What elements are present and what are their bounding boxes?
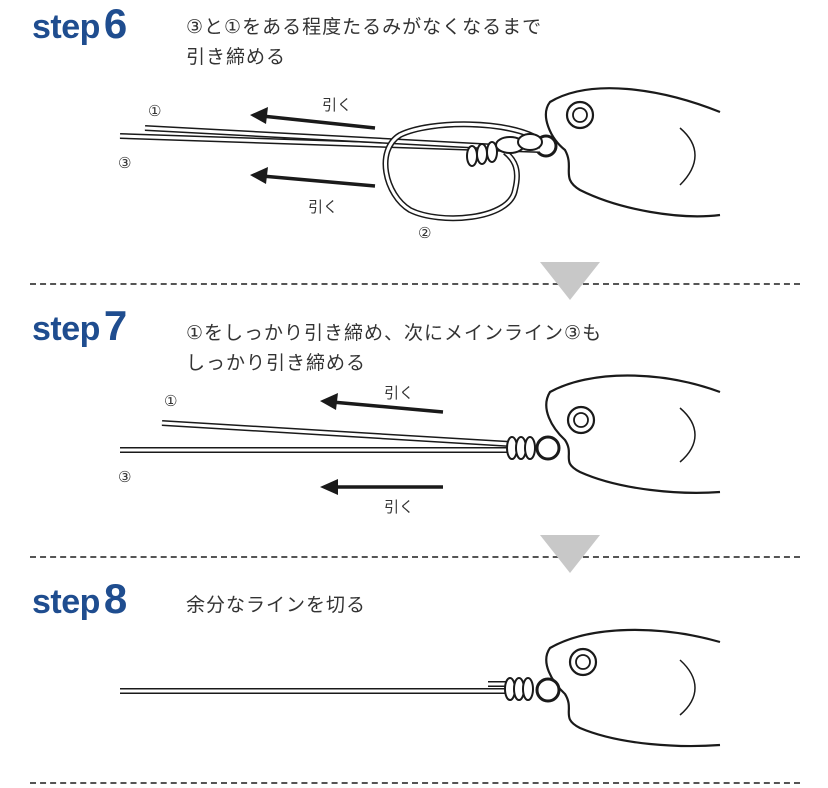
label-pull: 引く — [384, 498, 414, 516]
step6-desc-line2: 引き締める — [186, 46, 287, 68]
label-line1: ① — [164, 392, 177, 410]
step6-diagram: ① ③ ② 引く 引く — [118, 87, 721, 242]
step6-desc-line1: ③と①をある程度たるみがなくなるまで — [186, 16, 543, 38]
label-pull: 引く — [308, 198, 338, 216]
pull-arrow-head — [250, 107, 268, 124]
step8-description: 余分なラインを切る — [186, 590, 366, 620]
step8-word: step — [32, 583, 100, 621]
step8-desc-line1: 余分なラインを切る — [186, 594, 367, 616]
step7-word: step — [32, 310, 100, 348]
label-line3: ③ — [118, 468, 131, 486]
step6-description: ③と①をある程度たるみがなくなるまで 引き締める — [186, 12, 542, 72]
divider — [30, 283, 800, 285]
step6-word: step — [32, 8, 100, 46]
step8-number: 8 — [103, 575, 128, 622]
label-pull: 引く — [322, 96, 352, 114]
down-arrow-icon — [540, 535, 600, 573]
step8-title: step8 — [32, 575, 127, 623]
down-arrow-icon — [540, 262, 600, 300]
pull-arrow-head — [250, 167, 268, 184]
step7-desc-line2: しっかり引き締める — [186, 352, 367, 374]
label-line1: ① — [148, 102, 161, 120]
step7-desc-line1: ①をしっかり引き締め、次にメインライン③も — [186, 322, 603, 344]
step6-title: step6 — [32, 0, 127, 48]
divider — [30, 782, 800, 784]
step7-description: ①をしっかり引き締め、次にメインライン③も しっかり引き締める — [186, 318, 602, 378]
step6-number: 6 — [103, 0, 128, 47]
divider — [30, 556, 800, 558]
label-line3: ③ — [118, 154, 131, 172]
step7-title: step7 — [32, 302, 127, 350]
label-line2: ② — [418, 224, 431, 242]
label-pull: 引く — [384, 384, 414, 402]
step7-number: 7 — [103, 302, 128, 349]
